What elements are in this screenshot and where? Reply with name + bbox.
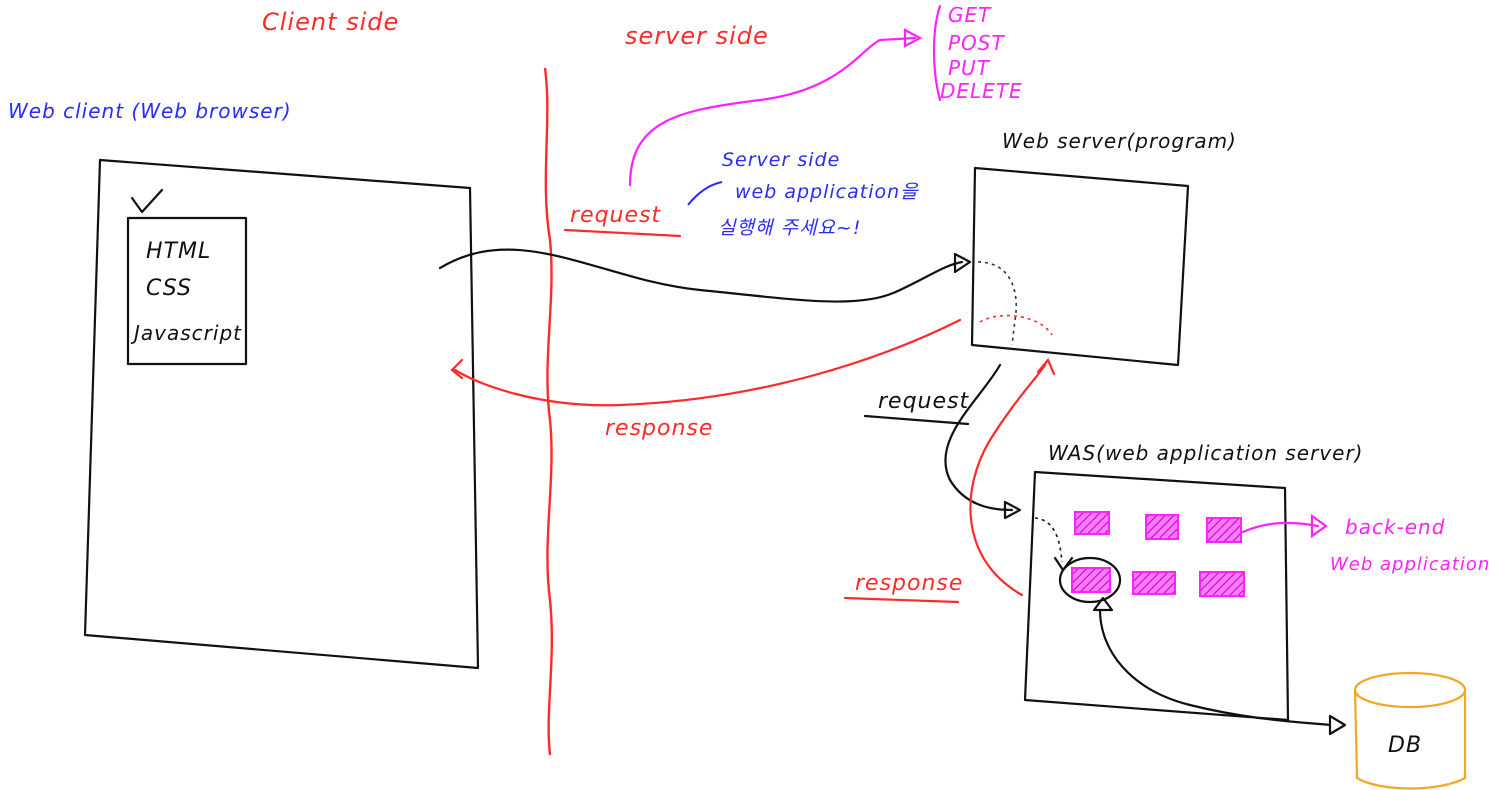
- content-css: CSS: [146, 276, 192, 301]
- response-label-top: response: [605, 416, 713, 441]
- backend-pointer-head: [1310, 513, 1328, 539]
- app-module-4: [1071, 567, 1111, 593]
- response-arrowhead-mid: [1036, 357, 1056, 376]
- request-underline-top: [563, 228, 682, 238]
- request-underline-mid: [863, 414, 970, 426]
- content-javascript: Javascript: [130, 321, 242, 345]
- db-label: DB: [1388, 733, 1422, 758]
- db-cylinder-body: [1353, 689, 1467, 790]
- db-cylinder-top: [1353, 671, 1467, 709]
- active-module-loop: [1058, 556, 1122, 604]
- request-label-top: request: [570, 203, 661, 228]
- response-label-mid: response: [855, 571, 963, 596]
- request-methods-arrowhead: [903, 28, 923, 48]
- db-connection-arrowhead-was: [1092, 596, 1114, 612]
- web-server-label: Web server(program): [1002, 129, 1237, 153]
- checkmark-icon: [130, 188, 164, 214]
- request-arrow-mid: [944, 363, 1014, 512]
- browser-content-box: [126, 216, 248, 366]
- content-html: HTML: [146, 239, 211, 264]
- request-arrowhead-mid: [1003, 500, 1022, 520]
- backend-label-line1: back-end: [1345, 515, 1445, 539]
- response-arrowhead-top: [450, 358, 464, 380]
- server-note-line1: Server side: [722, 149, 840, 171]
- web-server-red-loop: [979, 314, 1053, 336]
- browser-label: Web client (Web browser): [8, 99, 292, 123]
- request-methods-arrow: [628, 36, 917, 187]
- response-arrow-top: [453, 318, 962, 407]
- was-box: [1023, 470, 1290, 722]
- note-pointer: [687, 181, 723, 206]
- app-module-1: [1074, 511, 1110, 535]
- method-post: POST: [948, 31, 1005, 55]
- method-get: GET: [948, 3, 992, 27]
- browser-window: [83, 158, 480, 670]
- db-connection-arrowhead-db: [1328, 714, 1347, 736]
- request-arrowhead-top: [953, 252, 972, 274]
- client-server-divider: [543, 67, 554, 756]
- app-module-2: [1145, 514, 1179, 540]
- web-server-dotted-path: [977, 261, 1017, 346]
- app-module-6: [1199, 571, 1245, 597]
- was-label: WAS(web application server): [1048, 441, 1363, 465]
- app-module-3: [1206, 517, 1242, 543]
- module-dotted-arrow: [1034, 517, 1063, 563]
- web-server-box: [970, 166, 1190, 367]
- request-label-mid: request: [878, 389, 969, 414]
- method-delete: DELETE: [940, 79, 1023, 103]
- app-module-5: [1132, 571, 1176, 595]
- server-note-line3: 실행해 주세요~!: [718, 217, 861, 239]
- module-dotted-arrowhead: [1053, 556, 1074, 572]
- backend-pointer: [1241, 521, 1320, 534]
- client-side-heading: Client side: [262, 8, 399, 36]
- server-side-heading: server side: [625, 22, 769, 50]
- db-connection: [1098, 608, 1332, 727]
- backend-label-line2: Web application: [1330, 554, 1490, 575]
- server-note-line2: web application을: [735, 181, 919, 203]
- method-put: PUT: [948, 56, 991, 80]
- response-arrow-mid: [969, 363, 1047, 597]
- request-arrow-top: [438, 248, 964, 303]
- response-underline-mid: [843, 596, 960, 604]
- methods-bracket: [932, 4, 942, 102]
